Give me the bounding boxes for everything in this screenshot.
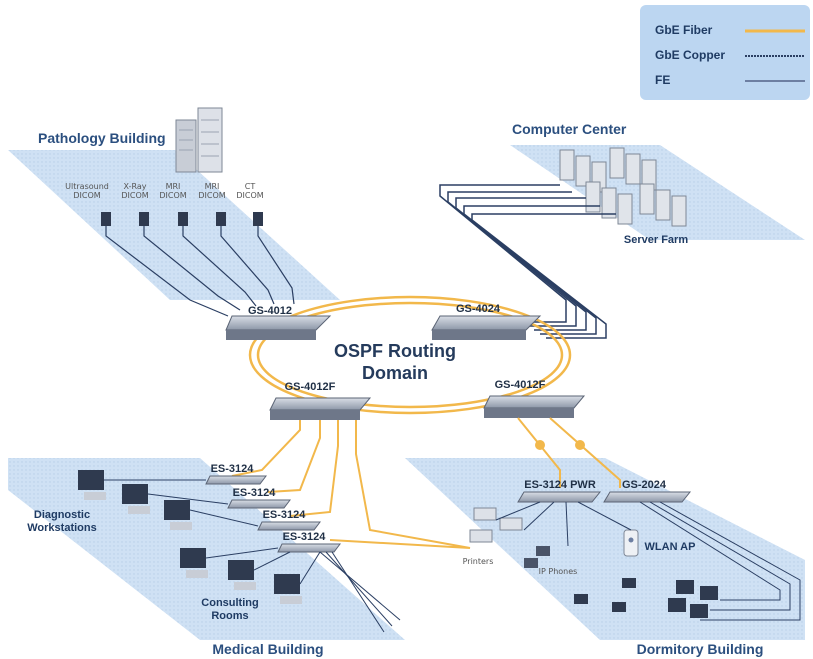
ospf-ring [248, 295, 572, 415]
dorm-laptops [574, 578, 718, 618]
medical-building-title: Medical Building [212, 641, 323, 657]
pathology-server-icon [175, 107, 223, 173]
computer-center-title: Computer Center [512, 121, 627, 137]
dicom-label-5b: DICOM [236, 191, 263, 200]
medical-fiber-links [231, 420, 471, 549]
ip-phones-icon [524, 546, 550, 568]
dorm-fe-links [495, 501, 801, 621]
dicom-device-icon [139, 212, 149, 226]
diagnostic-workstations [78, 470, 192, 530]
dicom-label-3a: MRI [166, 182, 181, 191]
printers-icon [469, 507, 523, 543]
switch-gs4012: GS-4012 [225, 305, 332, 340]
dicom-label-5a: CT [245, 182, 256, 191]
dicom-devices: Ultrasound DICOM X-Ray DICOM MRI DICOM M… [65, 182, 264, 226]
medical-switch-4-label: ES-3124 [283, 531, 327, 543]
medical-zone [8, 458, 405, 640]
medical-switch-2: ES-3124 [227, 487, 291, 509]
dicom-label-2b: DICOM [121, 191, 148, 200]
medical-switch-3-label: ES-3124 [263, 509, 307, 521]
gs4012f-left-label: GS-4012F [285, 381, 336, 393]
pathology-fe-links [105, 226, 295, 317]
switch-gs4012f-right: GS-4012F [483, 379, 586, 418]
pathology-zone [8, 150, 340, 300]
medical-switch-1-label: ES-3124 [211, 463, 255, 475]
medical-fe-links [104, 479, 401, 633]
switch-gs4012f-left: GS-4012F [269, 381, 372, 420]
gs4012-label: GS-4012 [248, 305, 292, 317]
pathology-building-title: Pathology Building [38, 130, 166, 146]
dicom-label-1a: Ultrasound [65, 182, 109, 191]
dicom-device-icon [178, 212, 188, 226]
wlan-ap-icon [623, 529, 639, 557]
medical-switch-1: ES-3124 [205, 463, 267, 485]
legend-fe-label: FE [655, 73, 670, 87]
dicom-device-icon [216, 212, 226, 226]
consulting-label-1: Consulting [201, 597, 258, 609]
server-farm-label: Server Farm [624, 234, 688, 246]
dorm-switch-es3124pwr: ES-3124 PWR [517, 479, 602, 503]
dicom-label-4a: MRI [205, 182, 220, 191]
dicom-device-icon [101, 212, 111, 226]
dicom-label-1b: DICOM [73, 191, 100, 200]
switch-gs4024: GS-4024 [431, 303, 542, 340]
legend-copper-label: GbE Copper [655, 48, 725, 62]
gs4012f-right-label: GS-4012F [495, 379, 546, 391]
ospf-title-line1: OSPF Routing [334, 341, 456, 361]
ospf-title-line2: Domain [362, 363, 428, 383]
legend-fiber-label: GbE Fiber [655, 23, 713, 37]
wlan-ap-label: WLAN AP [645, 541, 696, 553]
dicom-device-icon [253, 212, 263, 226]
diagnostic-label-2: Workstations [27, 522, 96, 534]
dicom-label-4b: DICOM [198, 191, 225, 200]
medical-switch-2-label: ES-3124 [233, 487, 277, 499]
dorm-switch-gs2024: GS-2024 [603, 479, 692, 503]
dicom-label-3b: DICOM [159, 191, 186, 200]
consulting-workstations [180, 548, 302, 604]
dicom-label-2a: X-Ray [124, 182, 147, 191]
medical-switch-3: ES-3124 [257, 509, 321, 531]
dorm-switch-left-label: ES-3124 PWR [524, 479, 596, 491]
ip-phones-label: IP Phones [539, 567, 578, 576]
dorm-fiber-links [517, 417, 621, 488]
printers-label: Printers [463, 557, 494, 566]
dorm-switch-right-label: GS-2024 [622, 479, 667, 491]
legend: GbE Fiber GbE Copper FE [640, 5, 810, 100]
medical-switch-4: ES-3124 [277, 531, 341, 553]
server-farm-copper-links [439, 184, 616, 339]
gs4024-label: GS-4024 [456, 303, 501, 315]
dormitory-building-title: Dormitory Building [637, 641, 764, 657]
server-farm-icon [559, 147, 687, 227]
diagnostic-label-1: Diagnostic [34, 509, 90, 521]
consulting-label-2: Rooms [211, 610, 248, 622]
